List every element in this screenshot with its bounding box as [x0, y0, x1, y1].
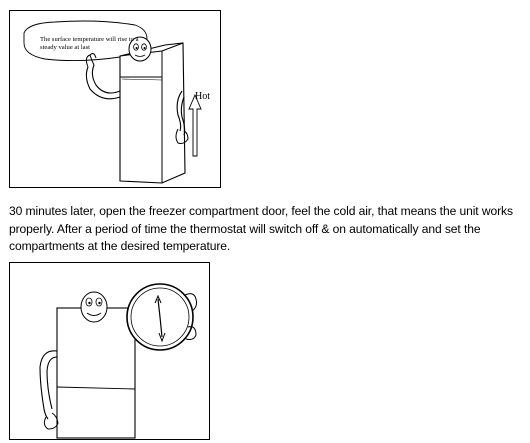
fridge-body — [56, 307, 136, 439]
mouth — [134, 54, 146, 57]
speech-bubble-shape — [23, 20, 148, 62]
left-arm-inner — [46, 356, 58, 410]
fridge-clock-drawing — [39, 283, 197, 439]
right-hand-bottom — [185, 326, 197, 340]
clock-hand-lower — [159, 316, 163, 338]
right-hand-top — [184, 293, 197, 312]
left-hand — [43, 412, 59, 430]
fridge-clock-illustration — [9, 262, 210, 440]
fridge-hot-illustration: The surface temperature will rise to a s… — [9, 10, 221, 188]
right-hand — [175, 128, 189, 144]
fridge-door-line — [56, 386, 136, 390]
instruction-paragraph: 30 minutes later, open the freezer compa… — [9, 204, 513, 253]
fridge-top-edge — [161, 42, 184, 52]
left-arm — [91, 64, 121, 94]
face-outline — [80, 291, 108, 323]
clock-hand-arrow-down — [158, 332, 166, 343]
speech-bubble-text: The surface temperature will rise to a s… — [40, 36, 139, 51]
left-arm-inner — [85, 66, 121, 100]
mouth — [86, 312, 102, 316]
right-arm — [176, 90, 183, 132]
left-hand — [85, 53, 97, 68]
clock-hand-upper — [157, 298, 161, 318]
freezer-door-line-2 — [121, 78, 163, 81]
hot-label: Hot — [195, 91, 210, 102]
clock-hand-arrow-up — [154, 294, 162, 304]
face-outline — [128, 36, 152, 62]
left-arm — [39, 350, 58, 420]
fridge-hot-drawing — [23, 20, 202, 184]
fridge-body — [119, 42, 186, 184]
clock-inner-ring — [130, 287, 190, 347]
hot-arrow — [188, 93, 202, 157]
